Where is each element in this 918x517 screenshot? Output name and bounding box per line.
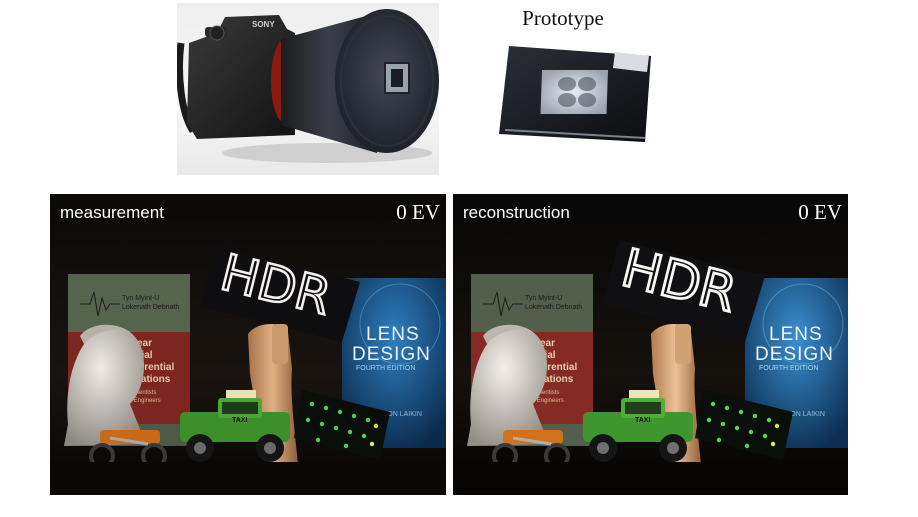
book-left-subtitle-1: for Scientists bbox=[122, 390, 156, 396]
camera-photo: SONY bbox=[177, 3, 439, 175]
book-right-title-2: DESIGN bbox=[755, 344, 834, 365]
book-left-subtitle-2: and Engineers bbox=[122, 398, 161, 404]
book-left-title-3: Differential bbox=[122, 362, 174, 373]
book-right-author: MILTON LAIKIN bbox=[775, 411, 825, 418]
book-left-author-1: Tyn Myint-U bbox=[122, 295, 159, 302]
book-right-author: MILTON LAIKIN bbox=[372, 411, 422, 418]
book-left-author-2: Lokenath Debnath bbox=[525, 304, 582, 311]
taxi-sign: TAXI bbox=[635, 417, 650, 424]
book-right-title-1: LENS bbox=[366, 324, 420, 345]
prototype-photo bbox=[495, 42, 655, 146]
book-left-title-4: Equations bbox=[122, 374, 171, 385]
prototype-illustration bbox=[499, 46, 651, 142]
book-left-title-3: Differential bbox=[525, 362, 577, 373]
book-right-title-1: LENS bbox=[769, 324, 823, 345]
book-left-author-2: Lokenath Debnath bbox=[122, 304, 179, 311]
book-right-edition: FOURTH EDITION bbox=[759, 365, 818, 372]
reconstruction-panel: Tyn Myint-U Lokenath Debnath Linear Part… bbox=[453, 194, 848, 495]
book-right-title-2: DESIGN bbox=[352, 344, 431, 365]
reconstruction-exposure: 0 EV bbox=[798, 200, 842, 224]
book-left-author-1: Tyn Myint-U bbox=[525, 295, 562, 302]
measurement-panel: Tyn Myint-U Lokenath Debnath Linear Part… bbox=[50, 194, 446, 495]
reconstruction-label: reconstruction bbox=[463, 203, 570, 222]
book-left-subtitle-1: for Scientists bbox=[525, 390, 559, 396]
camera-illustration: SONY bbox=[177, 9, 439, 163]
measurement-label: measurement bbox=[60, 203, 164, 222]
taxi-sign: TAXI bbox=[232, 417, 247, 424]
book-left-subtitle-2: and Engineers bbox=[525, 398, 564, 404]
book-left-title-4: Equations bbox=[525, 374, 574, 385]
book-right-edition: FOURTH EDITION bbox=[356, 365, 415, 372]
measurement-exposure: 0 EV bbox=[396, 200, 440, 224]
prototype-title: Prototype bbox=[522, 6, 604, 30]
measurement-scene: Tyn Myint-U Lokenath Debnath Linear Part… bbox=[50, 194, 446, 495]
reconstruction-scene: Tyn Myint-U Lokenath Debnath Linear Part… bbox=[453, 194, 848, 495]
camera-brand-text: SONY bbox=[252, 20, 275, 29]
